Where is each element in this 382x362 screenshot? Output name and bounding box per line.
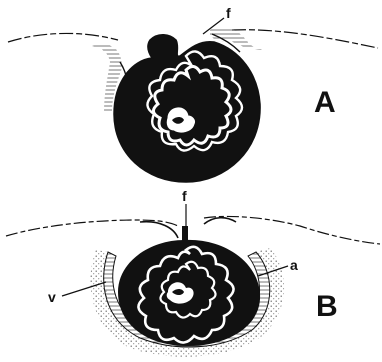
- panel-b: f a v B: [6, 188, 380, 357]
- panel-a-surface-line: [8, 30, 378, 48]
- panel-b-label-a: a: [290, 257, 298, 273]
- panel-b-label-f: f: [182, 188, 187, 204]
- panel-b-label: B: [316, 290, 338, 323]
- panel-a-label-f: f: [226, 5, 231, 21]
- panel-b-label-v: v: [48, 289, 56, 305]
- panel-a: f A: [8, 5, 378, 182]
- panel-b-surface-line: [6, 216, 380, 244]
- panel-a-label: A: [314, 86, 336, 119]
